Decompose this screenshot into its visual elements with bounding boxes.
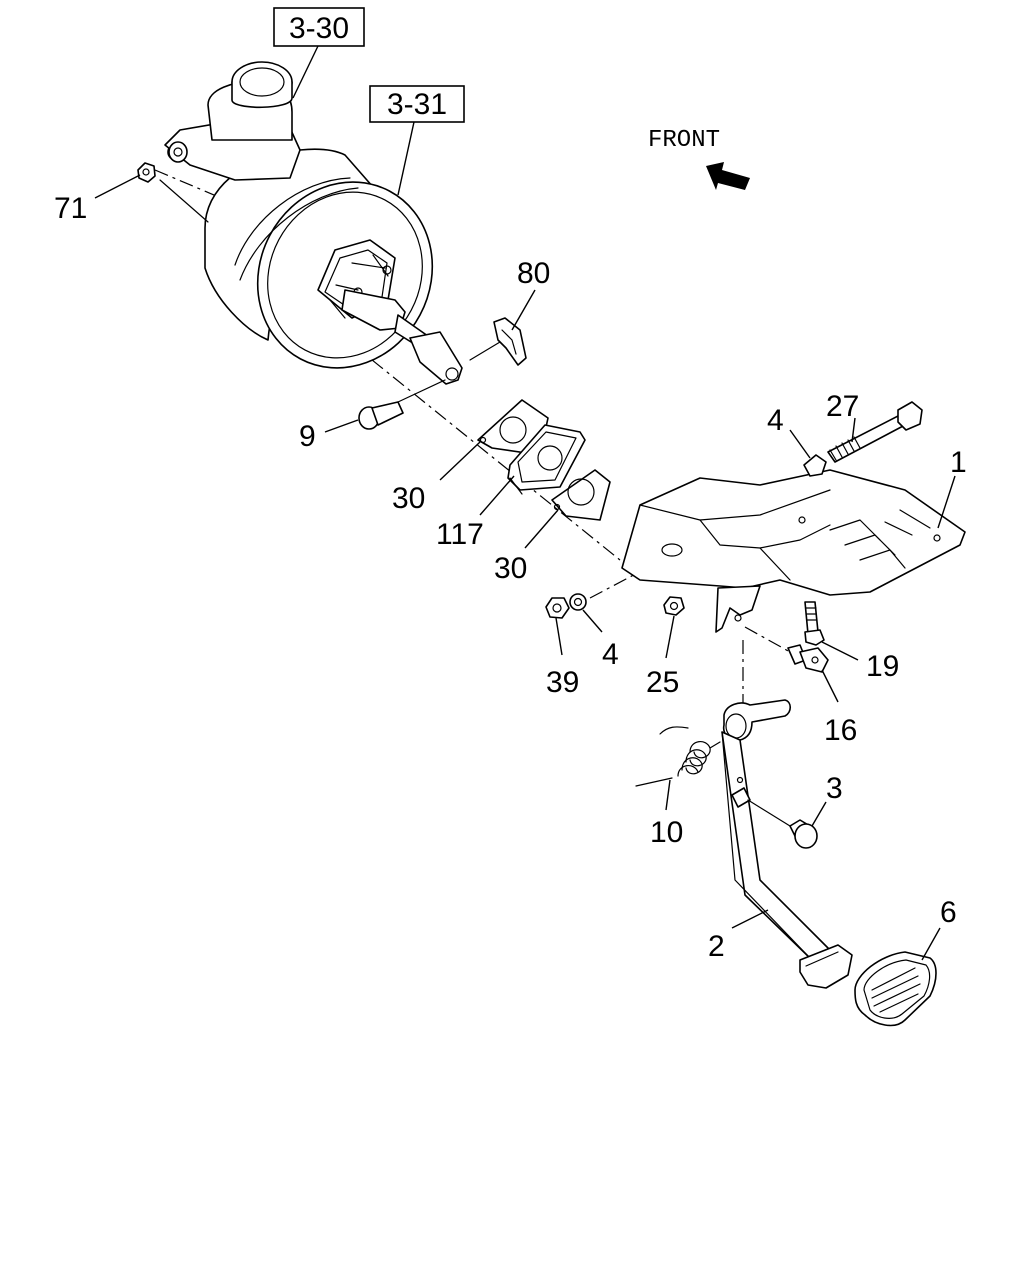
callout-117: 117 (436, 518, 484, 551)
callout-27: 27 (826, 390, 859, 423)
nut-71 (137, 162, 156, 183)
bolt-19 (804, 601, 825, 646)
callout-71: 71 (54, 192, 87, 225)
reference-master-cylinder-label: 3-30 (289, 12, 349, 45)
pedal-bracket-1 (621, 469, 966, 633)
reference-master-cylinder[interactable]: 3-30 (273, 7, 365, 47)
callout-1: 1 (950, 446, 967, 479)
stop-lamp-switch-16 (787, 644, 829, 673)
callout-3: 3 (826, 772, 843, 805)
master-cylinder (164, 61, 301, 181)
brake-booster (159, 143, 463, 385)
callout-2: 2 (708, 930, 725, 963)
callout-labels: 71 80 9 30 117 30 4 27 1 39 4 25 19 16 3… (54, 192, 967, 963)
callout-39: 39 (546, 666, 579, 699)
nut-25 (663, 596, 685, 616)
reference-brake-booster[interactable]: 3-31 (369, 85, 465, 123)
callout-4-upper: 4 (767, 404, 784, 437)
callout-19: 19 (866, 650, 899, 683)
front-arrow-icon (706, 162, 750, 190)
brake-pedal-arm-2 (721, 699, 853, 989)
callout-4-lower: 4 (602, 638, 619, 671)
callout-6: 6 (940, 896, 957, 929)
callout-16: 16 (824, 714, 857, 747)
bushing-3 (747, 799, 818, 849)
washer-4-upper (803, 454, 827, 477)
gasket-30-lower (551, 469, 611, 521)
callout-25: 25 (646, 666, 679, 699)
front-direction-label: FRONT (648, 127, 720, 154)
bolt-27 (827, 401, 923, 463)
callout-9: 9 (299, 420, 316, 453)
return-spring-10 (635, 726, 721, 787)
callout-10: 10 (650, 816, 683, 849)
callout-80: 80 (517, 257, 550, 290)
pin-9 (358, 379, 446, 430)
callout-30-lower: 30 (494, 552, 527, 585)
clip-80 (469, 317, 527, 366)
reference-brake-booster-label: 3-31 (387, 88, 447, 121)
nut-39 (545, 597, 570, 619)
washer-4-lower (569, 593, 587, 611)
pedal-pad-6 (854, 951, 937, 1027)
callout-30-upper: 30 (392, 482, 425, 515)
callout-leaders (94, 45, 956, 961)
